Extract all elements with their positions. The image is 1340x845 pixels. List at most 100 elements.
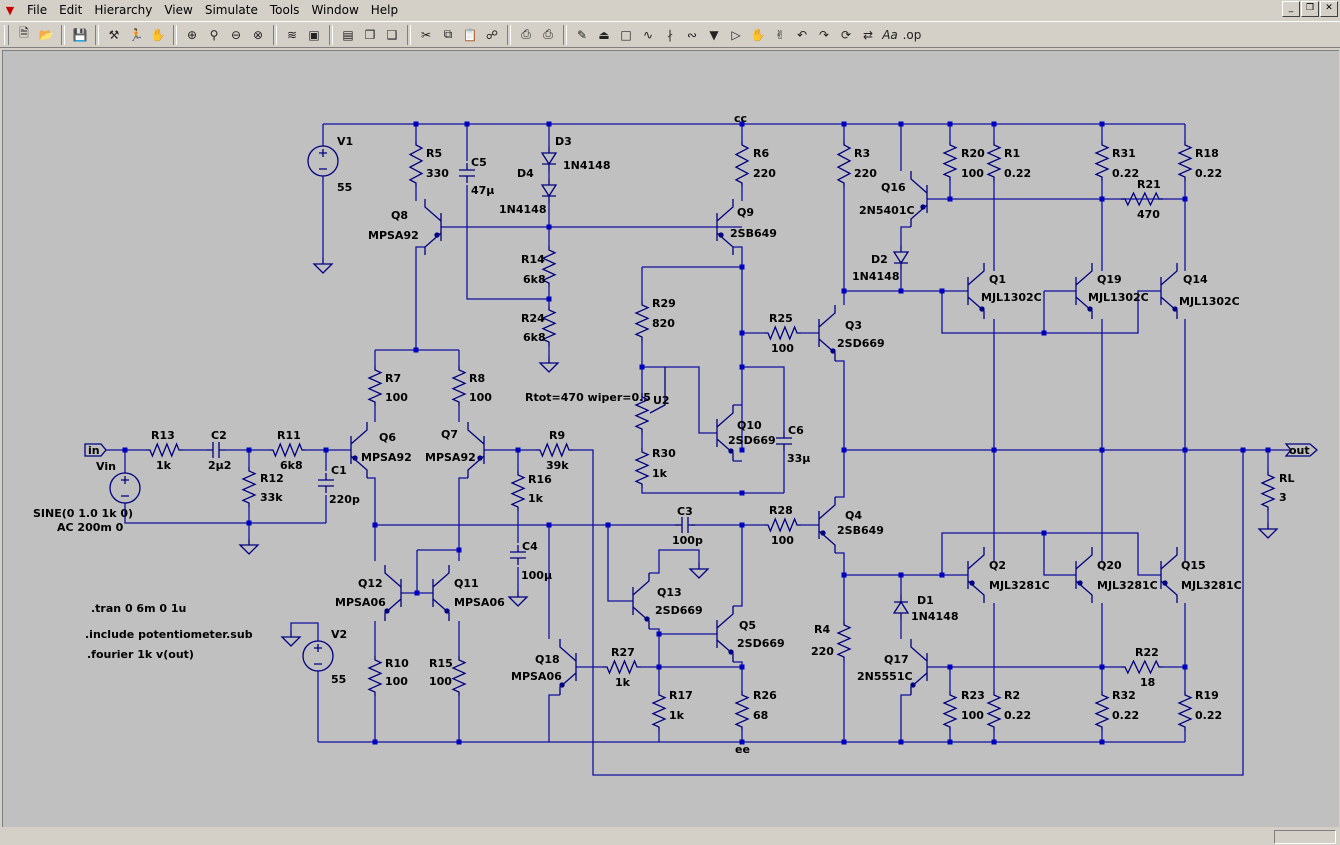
capacitor-C1	[318, 473, 334, 493]
mirror-icon[interactable]: ⇄	[862, 27, 874, 42]
spice-directive-icon[interactable]: .op	[902, 27, 922, 42]
app-icon[interactable]: ▼	[5, 3, 15, 17]
label-R24v: 6k8	[523, 331, 546, 344]
label-R9v: 39k	[546, 459, 569, 472]
minimize-button[interactable]: _	[1282, 1, 1300, 17]
transistor-Q14-arrow	[1172, 306, 1178, 312]
menu-simulate[interactable]: Simulate	[204, 3, 258, 17]
transistor-Q14	[1160, 263, 1178, 319]
label-Q1: Q1	[989, 273, 1006, 286]
menu-hierarchy[interactable]: Hierarchy	[94, 3, 153, 17]
menu-view[interactable]: View	[164, 3, 193, 17]
wire	[607, 525, 633, 602]
toolbar-separator	[407, 24, 411, 45]
wire	[573, 449, 1244, 776]
control-panel-icon[interactable]: ⚒	[108, 27, 120, 42]
autorange-icon[interactable]: ≋	[286, 27, 298, 42]
zoom-out-icon[interactable]: ⊖	[230, 27, 242, 42]
label-R22v: 18	[1140, 676, 1155, 689]
text-icon[interactable]: Aa	[882, 27, 898, 42]
label-D1: D1	[917, 594, 934, 607]
wire	[900, 226, 911, 246]
label-R25v: 100	[771, 342, 794, 355]
open-icon[interactable]: 📂	[38, 27, 54, 42]
label-Q10: Q10	[737, 419, 762, 432]
label-R30: R30	[652, 447, 676, 460]
wire	[733, 661, 743, 691]
label-D2v: 1N4148	[852, 270, 899, 283]
label-D3: D3	[555, 135, 572, 148]
junction-dot	[413, 347, 419, 353]
paste-icon[interactable]: 📋	[462, 27, 478, 42]
resistor-R27	[603, 659, 641, 675]
cascade-icon[interactable]: ❐	[364, 27, 376, 42]
junction-dot	[605, 522, 611, 528]
draw-wire-icon[interactable]: ✎	[576, 27, 588, 42]
label-R16v: 1k	[528, 492, 544, 505]
junction-dot	[739, 364, 745, 370]
tile-icon[interactable]: ▤	[342, 27, 354, 42]
resistor-RL	[1260, 471, 1276, 511]
diode-icon[interactable]: ▼	[709, 27, 719, 42]
label-R8: R8	[469, 372, 485, 385]
resistor-R26	[734, 691, 750, 731]
resistor-R25	[764, 325, 801, 341]
transistor-Q7-arrow	[477, 455, 483, 461]
zoom-extents-icon[interactable]: ▣	[308, 27, 320, 42]
run-icon[interactable]: 🏃	[128, 27, 144, 42]
halt-icon[interactable]: ✋	[150, 27, 166, 42]
resistor-R18	[1177, 141, 1193, 181]
undo-icon[interactable]: ↶	[796, 27, 808, 42]
menu-window[interactable]: Window	[311, 3, 359, 17]
label-R25: R25	[769, 312, 793, 325]
label-C2: C2	[211, 429, 227, 442]
transistor-Q13	[632, 573, 650, 629]
new-schematic-icon[interactable]: 🗎	[19, 26, 29, 40]
find-icon[interactable]: ☍	[485, 27, 499, 42]
junction-dot	[546, 224, 552, 230]
resistor-R22	[1121, 659, 1163, 675]
restore-button[interactable]: ❐	[1301, 1, 1319, 17]
transistor-Q1	[967, 263, 985, 319]
resistor-R17	[651, 691, 667, 731]
menu-edit[interactable]: Edit	[59, 3, 83, 17]
resistor-icon[interactable]: ∿	[642, 27, 654, 42]
capacitor-icon[interactable]: ∤	[667, 27, 673, 42]
toolbar-grip[interactable]	[4, 24, 9, 45]
print-setup-icon[interactable]: ⎙	[521, 27, 531, 41]
rotate-icon[interactable]: ⟳	[840, 27, 852, 42]
menu-tools[interactable]: Tools	[269, 3, 300, 17]
pan-icon[interactable]: ⚲	[209, 27, 219, 42]
resistor-R32	[1094, 691, 1110, 731]
redo-icon[interactable]: ↷	[818, 27, 830, 42]
close-windows-icon[interactable]: ❑	[386, 27, 398, 42]
move-icon[interactable]: ✋	[750, 27, 766, 42]
menu-help[interactable]: Help	[370, 3, 399, 17]
input-port	[84, 443, 107, 457]
close-button[interactable]: ✕	[1320, 1, 1338, 17]
copy-icon[interactable]: ⧉	[443, 27, 453, 41]
inductor-icon[interactable]: ∾	[686, 27, 698, 42]
drag-icon[interactable]: ✌	[774, 27, 786, 42]
transistor-Q1-arrow	[979, 306, 985, 312]
component-icon[interactable]: ▷	[731, 27, 741, 42]
label-Q13v: 2SD669	[655, 604, 703, 617]
junction-dot	[246, 447, 252, 453]
cut-icon[interactable]: ✂	[420, 27, 432, 42]
save-icon[interactable]: 💾	[72, 27, 88, 42]
wire	[941, 290, 1161, 334]
label-R12v: 33k	[260, 491, 283, 504]
ground-icon[interactable]: ⏏	[598, 27, 610, 42]
label-Q6v: MPSA92	[361, 451, 412, 464]
label-net-icon[interactable]: □	[620, 27, 632, 42]
label-R4v: 220	[811, 645, 834, 658]
print-icon[interactable]: ⎙	[543, 27, 553, 41]
zoom-cancel-icon[interactable]: ⊗	[252, 27, 264, 42]
menu-file[interactable]: File	[27, 3, 48, 17]
potentiometer-U2	[634, 393, 650, 433]
label-R3v: 220	[854, 167, 877, 180]
zoom-in-icon[interactable]: ⊕	[186, 27, 198, 42]
diode-D4	[540, 179, 558, 203]
